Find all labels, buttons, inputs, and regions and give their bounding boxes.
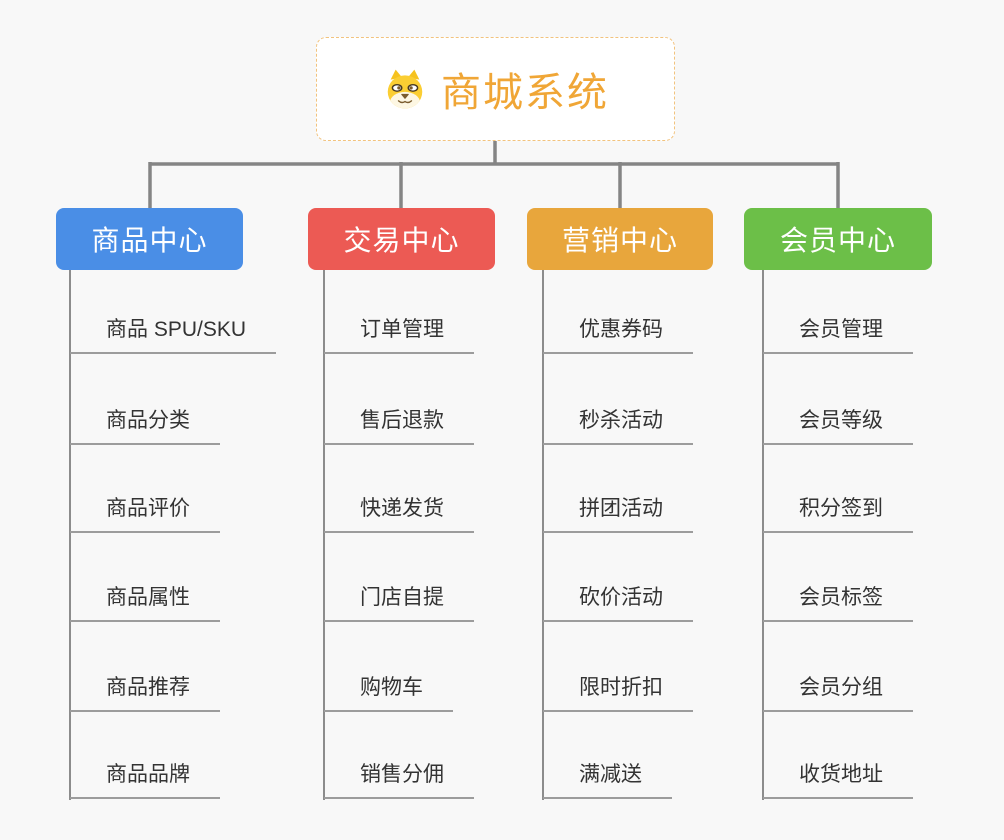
outline-item[interactable]: 拼团活动 [543, 494, 693, 533]
outline-item[interactable]: 售后退款 [324, 406, 474, 445]
branch-label: 会员中心 [779, 225, 896, 256]
outline-item[interactable]: 快递发货 [324, 494, 474, 533]
outline-item[interactable]: 商品评价 [70, 494, 220, 533]
outline-item[interactable]: 商品分类 [70, 406, 220, 445]
outline-item[interactable]: 收货地址 [763, 760, 913, 799]
outline-item[interactable]: 积分签到 [763, 494, 913, 533]
dog-face-icon [387, 69, 423, 109]
outline-item[interactable]: 秒杀活动 [543, 406, 693, 445]
outline-item[interactable]: 会员等级 [763, 406, 913, 445]
outline-item[interactable]: 商品 SPU/SKU [70, 315, 277, 354]
outline-item[interactable]: 销售分佣 [324, 760, 474, 799]
outline-item[interactable]: 会员分组 [763, 673, 913, 712]
branch-node-product-center[interactable]: 商品中心 [56, 208, 243, 270]
outline-item[interactable]: 会员管理 [763, 315, 913, 354]
outline-item[interactable]: 购物车 [324, 673, 453, 712]
branch-label: 商品中心 [91, 225, 208, 256]
root-title: 商城系统 [441, 71, 609, 115]
outline-item[interactable]: 商品属性 [70, 583, 220, 622]
outline-item[interactable]: 商品品牌 [70, 760, 220, 799]
root-node[interactable]: 商城系统 [316, 37, 675, 141]
branch-node-trade-center[interactable]: 交易中心 [308, 208, 495, 270]
branch-label: 交易中心 [343, 225, 460, 256]
outline-item[interactable]: 满减送 [543, 760, 672, 799]
branch-label: 营销中心 [561, 225, 678, 256]
branch-node-member-center[interactable]: 会员中心 [744, 208, 932, 270]
outline-item[interactable]: 会员标签 [763, 583, 913, 622]
outline-item[interactable]: 优惠券码 [543, 315, 693, 354]
outline-item[interactable]: 砍价活动 [543, 583, 693, 622]
outline-item[interactable]: 订单管理 [324, 315, 474, 354]
branch-node-marketing-center[interactable]: 营销中心 [527, 208, 713, 270]
outline-item[interactable]: 门店自提 [324, 583, 474, 622]
outline-item[interactable]: 限时折扣 [543, 673, 693, 712]
outline-item[interactable]: 商品推荐 [70, 673, 220, 712]
